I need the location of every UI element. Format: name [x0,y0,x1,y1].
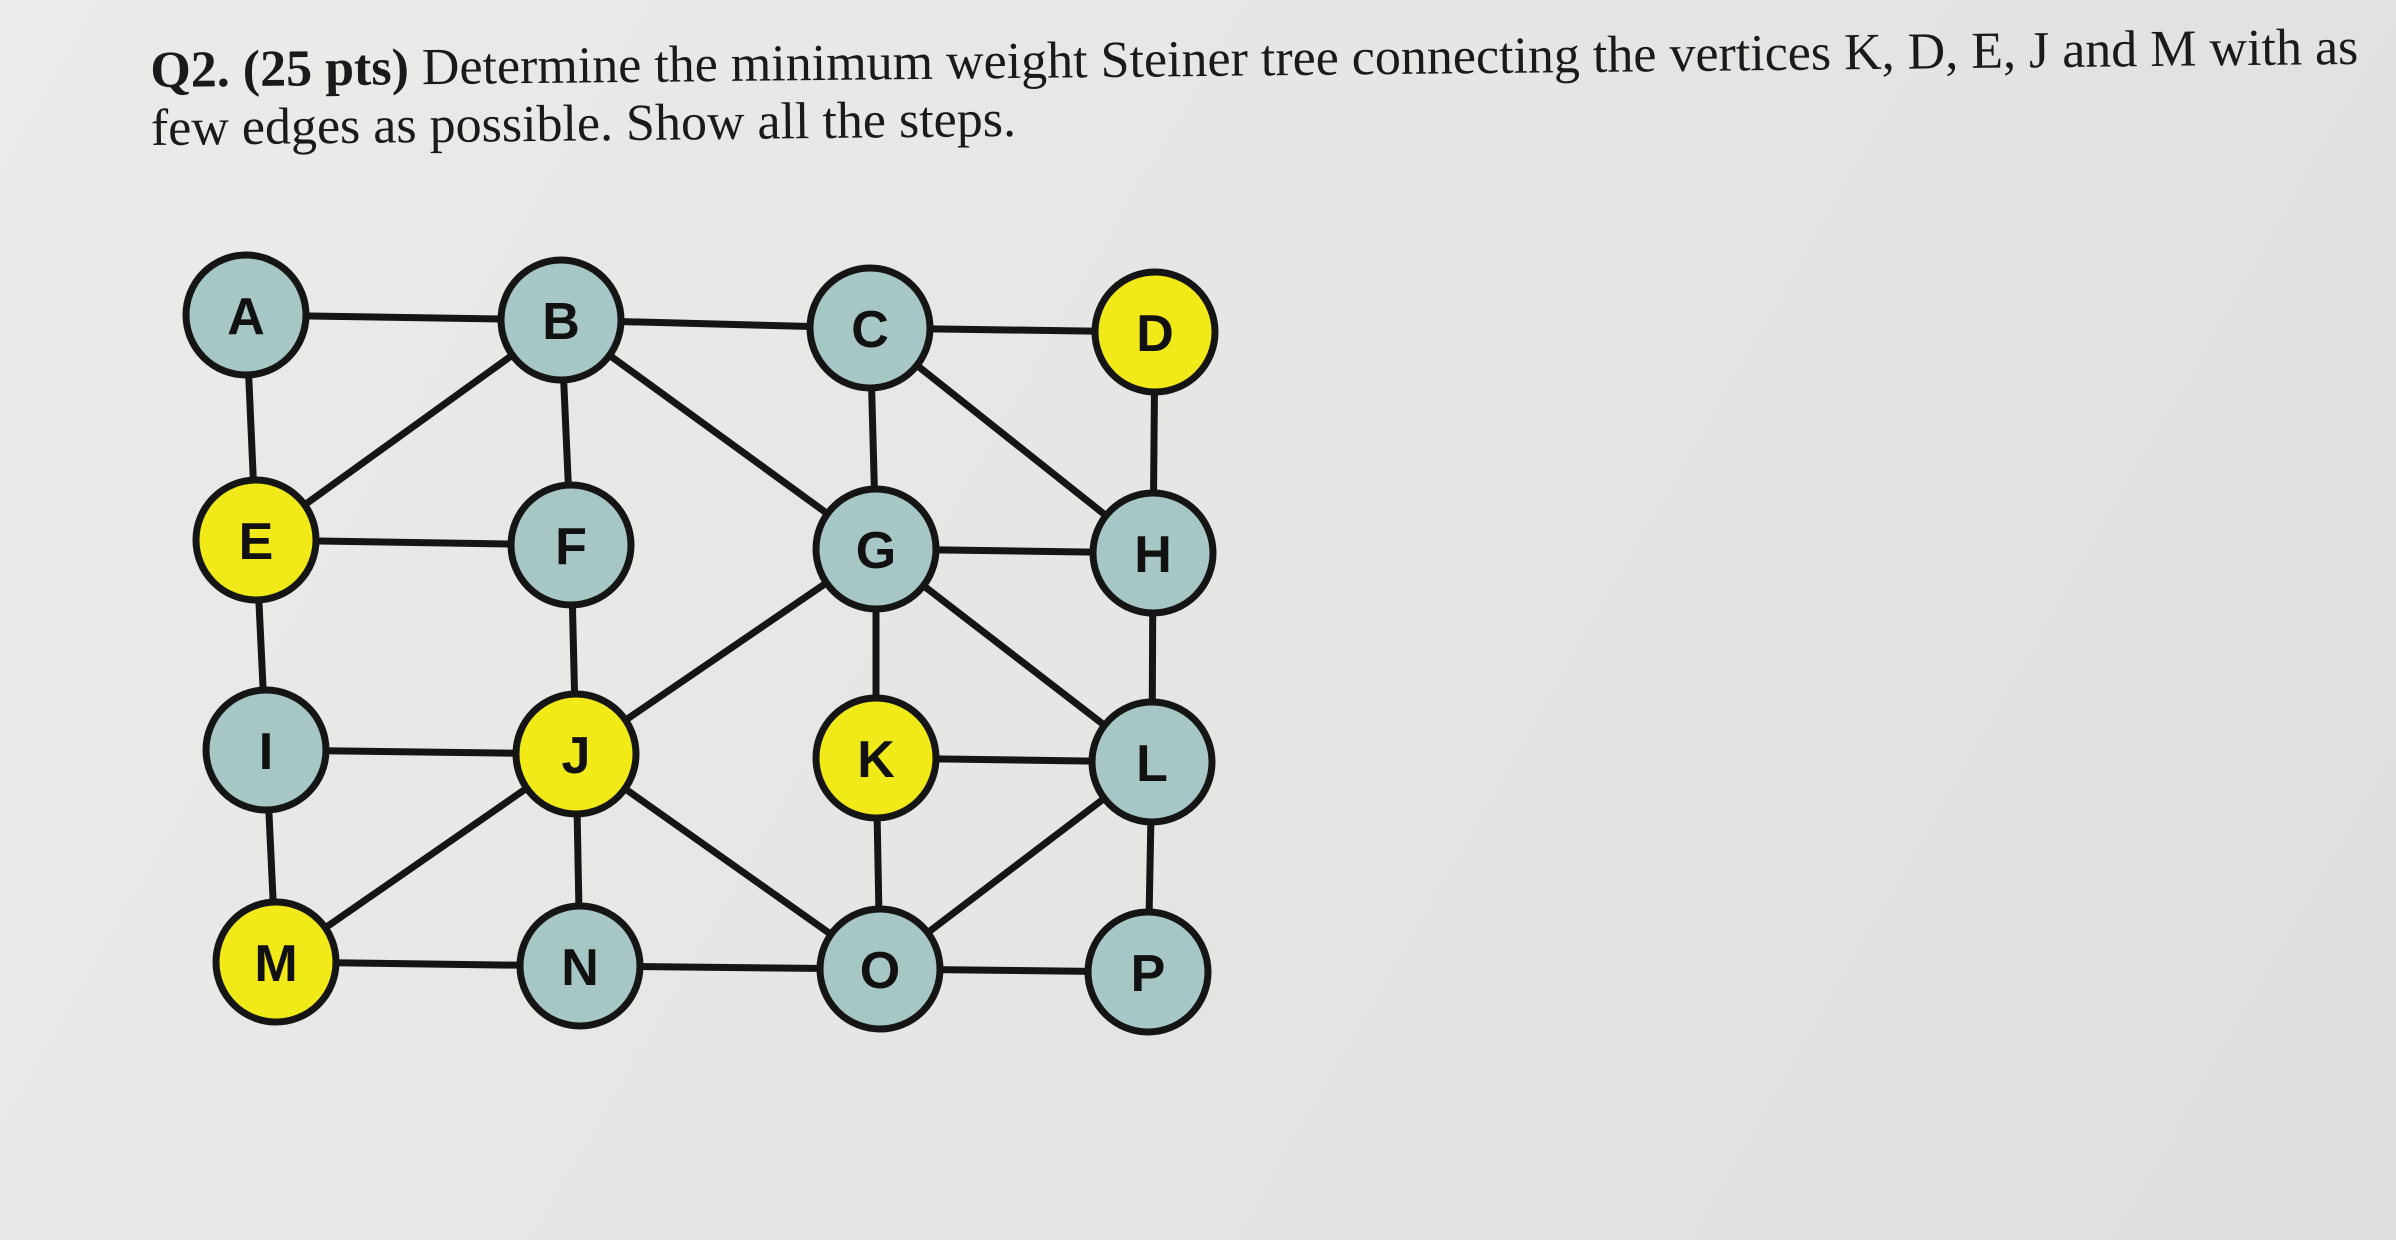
node-l: L [1088,698,1216,826]
node-label-j: J [562,727,591,785]
node-c: C [806,264,934,392]
node-label-c: C [851,301,889,359]
node-circle-k [812,694,940,822]
node-j: J [512,690,640,818]
node-label-b: B [542,293,580,351]
node-circle-d [1091,268,1219,396]
node-d: D [1091,268,1219,396]
node-label-o: O [860,942,900,1000]
node-label-d: D [1136,305,1174,363]
node-circle-f [507,481,635,609]
node-circle-b [497,256,625,384]
node-b: B [497,256,625,384]
node-label-p: P [1131,945,1166,1003]
node-label-n: N [561,939,599,997]
node-m: M [212,898,340,1026]
node-label-i: I [259,723,273,781]
node-circle-o [816,905,944,1033]
node-circle-a [182,251,310,379]
node-h: H [1089,489,1217,617]
node-n: N [516,902,644,1030]
graph-edges [242,311,1159,976]
node-circle-h [1089,489,1217,617]
node-f: F [507,481,635,609]
node-circle-j [512,690,640,818]
node-circle-e [192,476,320,604]
node-label-a: A [227,288,265,346]
node-circle-i [202,686,330,814]
node-circle-l [1088,698,1216,826]
node-e: E [192,476,320,604]
node-a: A [182,251,310,379]
node-label-g: G [856,522,896,580]
node-label-k: K [857,731,895,789]
node-label-l: L [1136,735,1168,793]
node-i: I [202,686,330,814]
node-circle-n [516,902,644,1030]
node-o: O [816,905,944,1033]
node-circle-p [1084,908,1212,1036]
edge-b-g [557,316,880,553]
node-circle-g [812,485,940,613]
node-p: P [1084,908,1212,1036]
node-label-f: F [555,518,587,576]
node-label-m: M [254,935,297,993]
node-label-e: E [239,513,274,571]
node-circle-c [806,264,934,392]
node-g: G [812,485,940,613]
node-label-h: H [1134,526,1172,584]
node-k: K [812,694,940,822]
graph-nodes: A B C D E F G H I J K L M N O P [182,251,1219,1036]
node-circle-m [212,898,340,1026]
